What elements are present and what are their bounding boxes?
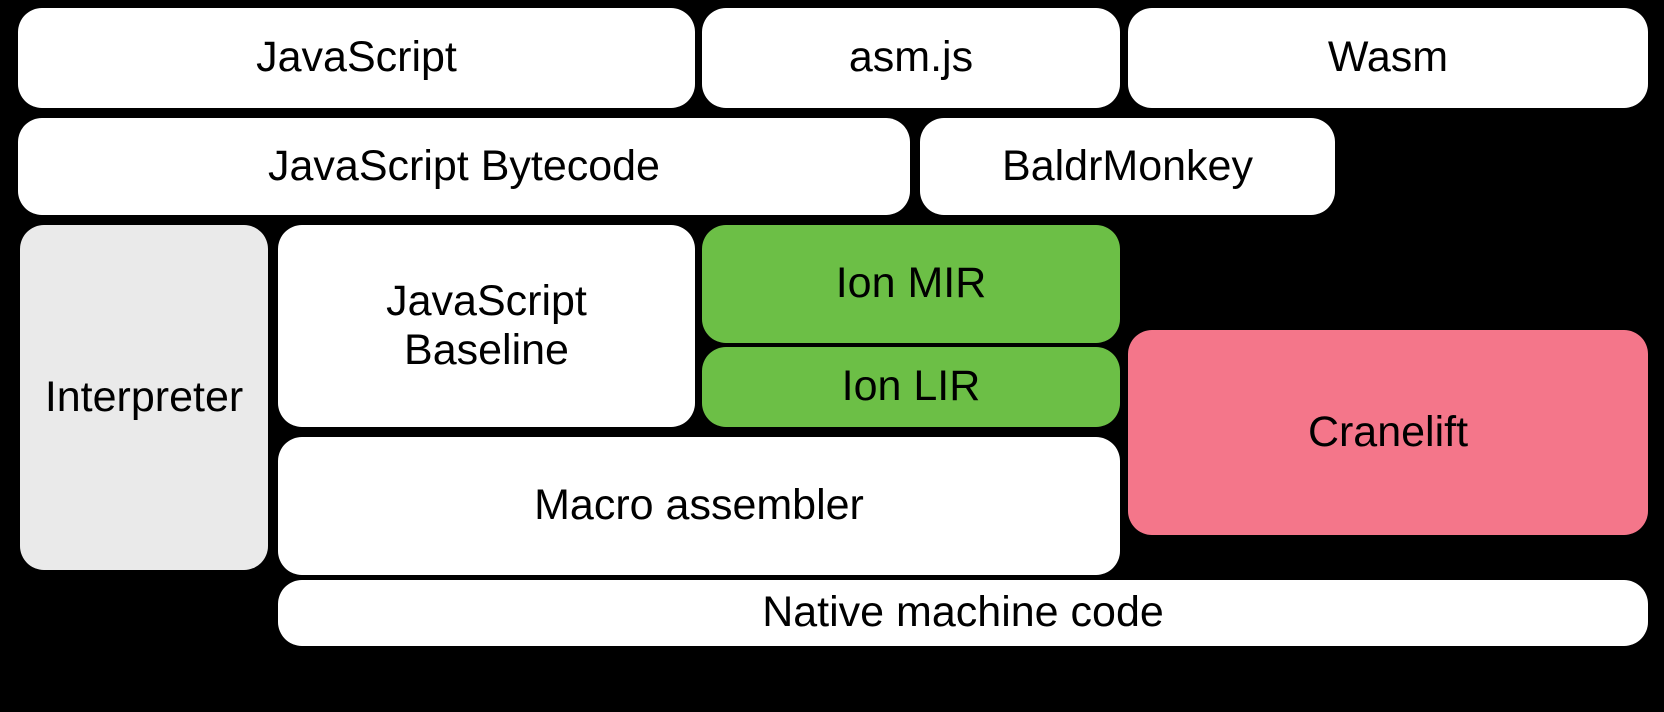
- box-ion-mir: Ion MIR: [702, 225, 1120, 343]
- box-javascript-bytecode: JavaScript Bytecode: [18, 118, 910, 215]
- box-ion-mir-label: Ion MIR: [835, 259, 987, 308]
- box-macro-assembler: Macro assembler: [278, 437, 1120, 575]
- box-baldrmonkey: BaldrMonkey: [920, 118, 1335, 215]
- box-asm-js: asm.js: [702, 8, 1120, 108]
- box-interpreter: Interpreter: [20, 225, 268, 570]
- box-javascript-label: JavaScript: [256, 33, 457, 82]
- box-interpreter-label: Interpreter: [44, 372, 244, 421]
- box-macro-assembler-label: Macro assembler: [534, 481, 864, 530]
- box-ion-lir: Ion LIR: [702, 347, 1120, 427]
- box-asm-js-label: asm.js: [848, 33, 974, 82]
- box-native-machine-code: Native machine code: [278, 580, 1648, 646]
- box-cranelift: Cranelift: [1128, 330, 1648, 535]
- box-javascript: JavaScript: [18, 8, 695, 108]
- box-ion-lir-label: Ion LIR: [841, 362, 981, 411]
- box-wasm-label: Wasm: [1327, 33, 1449, 82]
- box-wasm: Wasm: [1128, 8, 1648, 108]
- box-baldrmonkey-label: BaldrMonkey: [1002, 141, 1253, 190]
- box-native-machine-code-label: Native machine code: [762, 588, 1164, 637]
- box-javascript-bytecode-label: JavaScript Bytecode: [268, 141, 660, 190]
- box-cranelift-label: Cranelift: [1307, 407, 1469, 456]
- box-javascript-baseline-label: JavaScript Baseline: [386, 276, 587, 374]
- box-javascript-baseline: JavaScript Baseline: [278, 225, 695, 427]
